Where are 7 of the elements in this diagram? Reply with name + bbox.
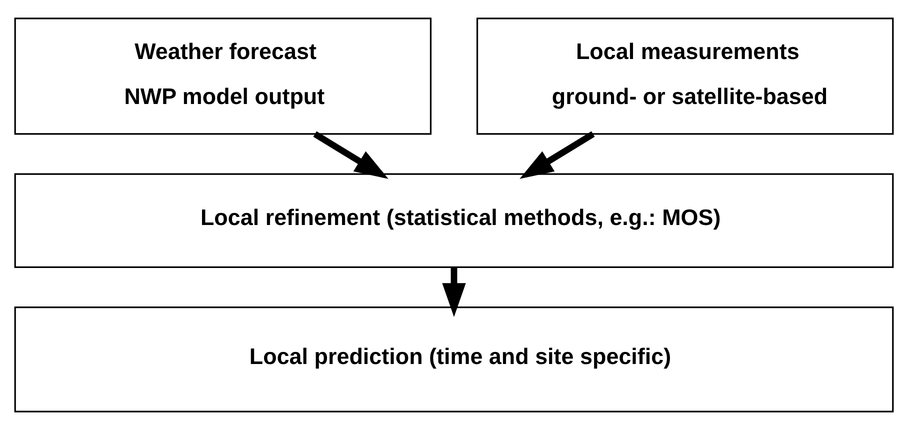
arrow [520,131,595,179]
node-box: Local refinement (statistical methods, e.g.: MOS) [14,173,894,268]
node-box: Local measurements ground- or satellite-based [476,18,894,135]
node-box: Local prediction (time and site specific) [14,306,894,412]
arrow [313,131,388,179]
node-box: Weather forecast NWP model output [14,18,432,135]
arrow [442,267,466,317]
